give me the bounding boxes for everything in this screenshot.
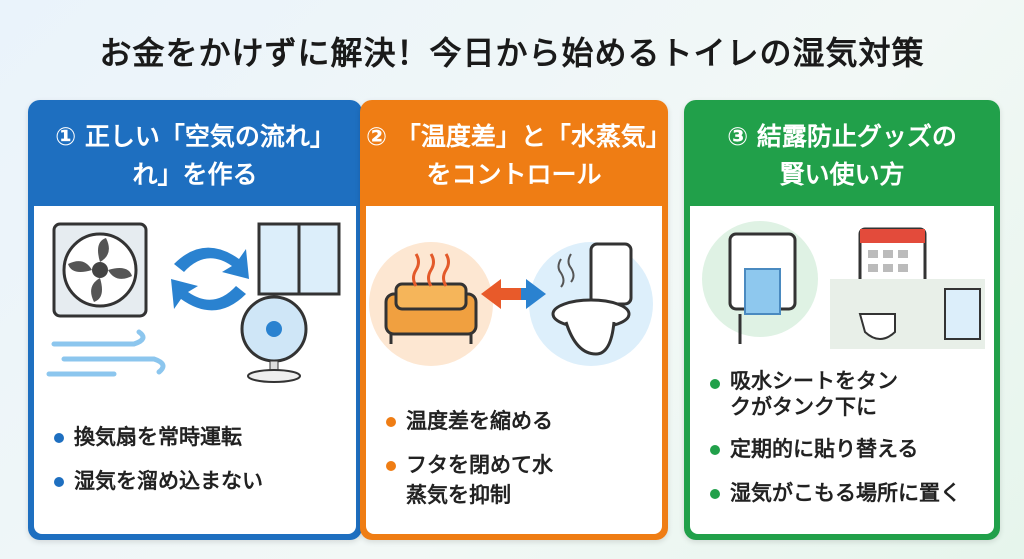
bullet-list: 吸水シートをタンクがタンク下に 定期的に貼り替える 湿気がこもる場所に置く xyxy=(708,368,984,522)
panel-air-flow: ① 正しい「空気の流れ」 れ」を作る 換気扇を常時運転 湿気を溜め込まない xyxy=(28,100,362,540)
wind-icon xyxy=(46,329,166,377)
bullet-item: 換気扇を常時運転 xyxy=(52,422,346,452)
heading-line: 賢い使い方 xyxy=(779,160,905,189)
double-arrow-icon xyxy=(481,279,546,309)
page-title: お金をかけずに解決！今日から始めるトイレの湿気対策 xyxy=(99,34,925,72)
panel-body: 温度差を縮める フタを閉めて水蒸気を抑制 xyxy=(366,206,662,534)
window-icon xyxy=(257,222,341,296)
toilet-tank-icon xyxy=(728,232,797,344)
exhaust-fan-icon xyxy=(52,222,148,318)
panel-heading: ① 正しい「空気の流れ」 れ」を作る xyxy=(34,106,356,206)
toilet-icon xyxy=(551,242,633,356)
panel-condensation-goods: ③ 結露防止グッズの 賢い使い方 吸水シートをタンクがタンク下に 定期的に貼り替… xyxy=(684,100,1000,540)
bullet-item: 温度差を縮める xyxy=(384,406,652,436)
panel-temperature-steam: ② 「温度差」と「水蒸気」 をコントロール 温度差を縮める フタを閉めて水蒸気を… xyxy=(360,100,671,540)
heading-line: をコントロール xyxy=(426,160,602,189)
ventilation-illustration xyxy=(46,222,341,383)
bullet-list: 換気扇を常時運転 湿気を溜め込まない xyxy=(52,422,346,510)
bullet-item: 定期的に貼り替える xyxy=(708,434,984,464)
condensation-illustration xyxy=(702,221,985,349)
toilet-room-icon xyxy=(830,279,985,349)
heading-line: ① 正しい「空気の流れ」 xyxy=(55,122,335,151)
steam-icon xyxy=(557,253,575,288)
temperature-illustration xyxy=(369,242,653,366)
bullet-item: 吸水シートをタンクがタンク下に xyxy=(708,368,908,420)
heading-line: ② 「温度差」と「水蒸気」 xyxy=(366,122,671,151)
bullet-item: 湿気がこもる場所に置く xyxy=(708,478,984,508)
panel-body: 吸水シートをタンクがタンク下に 定期的に貼り替える 湿気がこもる場所に置く xyxy=(690,206,994,534)
bullet-list: 温度差を縮める フタを閉めて水蒸気を抑制 xyxy=(384,406,652,524)
electric-fan-icon xyxy=(240,295,308,383)
heat-waves-icon xyxy=(412,253,450,287)
circular-arrows-icon xyxy=(171,247,249,311)
panel-heading: ③ 結露防止グッズの 賢い使い方 xyxy=(690,106,994,206)
panel-body: 換気扇を常時運転 湿気を溜め込まない xyxy=(34,206,356,534)
bullet-item: 湿気を溜め込まない xyxy=(52,466,346,496)
sofa-icon xyxy=(384,282,478,344)
heading-line: ③ 結露防止グッズの xyxy=(727,122,957,151)
heading-line: れ」を作る xyxy=(132,160,258,189)
calendar-icon xyxy=(858,227,927,291)
panel-heading: ② 「温度差」と「水蒸気」 をコントロール xyxy=(366,106,671,206)
bullet-item: フタを閉めて水蒸気を抑制 xyxy=(384,450,554,510)
